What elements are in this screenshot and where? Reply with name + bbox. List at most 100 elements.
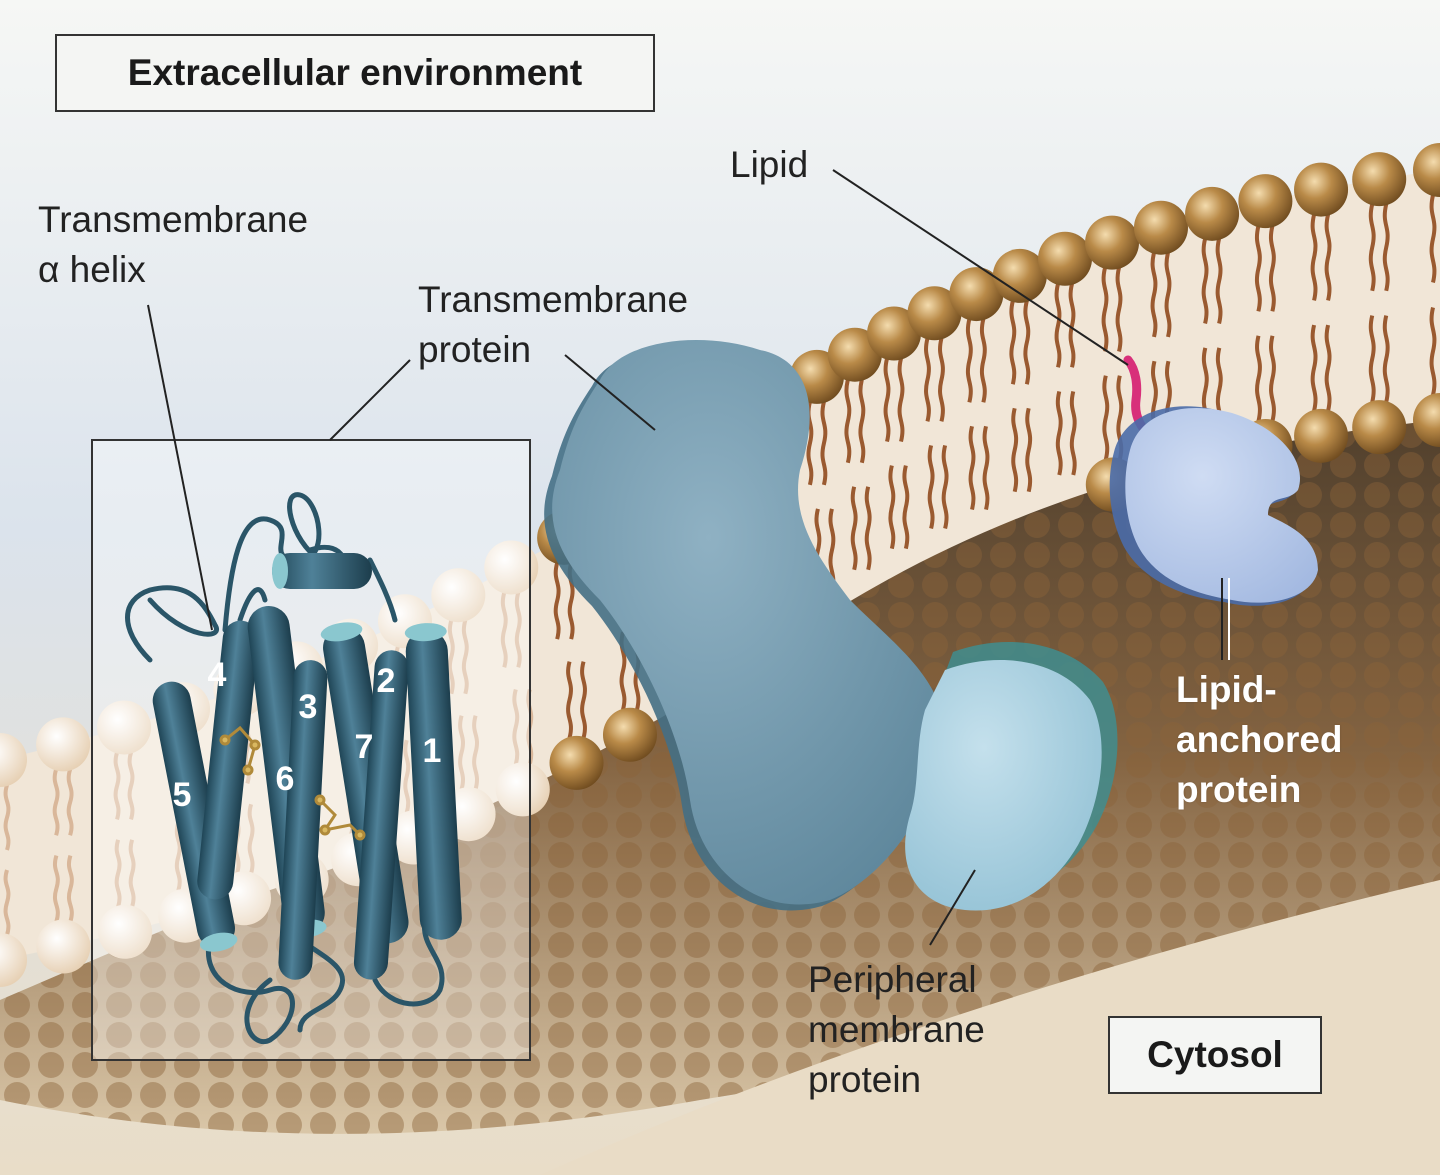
peripheral-protein-shape [905,660,1102,911]
lipid-tail [461,619,469,695]
helix-loops [125,492,445,1045]
lipid-head [98,904,153,959]
lipid-tail [66,768,74,836]
lipid-tail [1101,267,1109,352]
lipid-head [907,286,962,341]
lipid-tail [897,358,905,443]
lipid-tail [1023,300,1031,385]
lipid-head [602,707,657,762]
transmembrane-helix-label: Transmembrane α helix [38,199,309,290]
lipid-head [36,717,91,772]
lipid-head [1413,393,1440,447]
lipid-tail [1069,390,1077,476]
lipid-tail [114,839,122,908]
helix-number-4: 4 [208,656,227,694]
retinal-ligand [219,725,366,841]
lipid-head [1413,143,1440,197]
lipid-head [1294,162,1349,217]
lipid-tail [3,869,11,936]
lipid-tail [580,661,587,739]
lipid-tail [66,854,74,923]
lipid-head [0,933,27,987]
lipid-tail [864,486,872,571]
lipid-tail [566,661,573,739]
lipid-tail [1324,324,1332,412]
lipid-head [949,267,1004,322]
helix-number-7: 7 [355,728,374,766]
lipid-head [1352,400,1407,455]
lipid-head [0,733,27,787]
lipid-tail [924,337,931,422]
lipid-head [1238,174,1293,229]
lipid-tail [1255,335,1262,422]
lipid-tail [1254,225,1262,312]
cytosol-label: Cytosol [1147,1034,1283,1075]
lipid-head [484,540,539,595]
lipid-tail [52,768,60,836]
lipid-tail [1215,238,1223,324]
lipid-tail [1201,238,1209,324]
lipid-tail [1054,283,1062,368]
lipid-tail [965,318,973,403]
lipid-head [1294,408,1349,463]
lipid-tail [472,715,479,790]
lipid-tail [1055,390,1063,476]
lipid-tail [1310,214,1318,301]
lipid-head [495,762,550,817]
peripheral-membrane-protein-label: Peripheral membrane protein [808,959,985,1100]
lipid-tail [127,751,135,820]
cytosol-label-box: Cytosol [1108,1016,1322,1094]
helix-number-5: 5 [173,776,192,814]
lipid-head [1133,200,1188,255]
lipid-tail [447,619,455,695]
lipid-tail [514,591,522,668]
lipid-tail [128,839,136,908]
lipid-tail [113,751,121,820]
transmembrane-protein-label: Transmembrane protein [418,279,689,370]
lipid-tail [888,465,896,550]
lipid-head [97,700,152,755]
leader-lines [147,169,1230,946]
lipid-tail [1382,315,1390,403]
helix-number-3: 3 [299,688,318,726]
lipid-tail [458,715,465,790]
lipid-head [1038,231,1092,286]
lipid-tail [500,591,508,668]
lipid-tail [1011,407,1019,493]
lipid-tail [1164,252,1172,338]
lipid-head [867,306,922,361]
lipid-head [549,735,604,790]
lipid-tail [1115,267,1123,352]
lipid-tail [174,822,182,892]
lipid-tail [883,358,891,443]
lipid-tail [1429,194,1437,283]
lipid-tail [1368,203,1376,292]
lipid-head [1352,152,1407,207]
lipid-tail [1310,324,1318,412]
lipid-tail [1268,225,1276,312]
lipid-anchored-protein-label: Lipid- anchored protein [1176,669,1343,810]
lipid-tail [1382,203,1390,292]
lipid-tail [982,425,990,511]
lipid-tail [1429,307,1437,396]
lipid-tail [247,803,255,874]
lipid-tail [1269,335,1276,422]
lipid-tail [968,425,976,511]
lipid-tail [941,444,949,529]
lipid-tail [902,465,910,550]
lipid-tail [927,444,935,529]
helix-number-2: 2 [377,662,396,700]
helix-number-6: 6 [276,760,295,798]
lipid-tail [938,337,945,422]
lipid-tail [1368,315,1376,403]
lipid-tail [820,401,828,486]
extracellular-label: Extracellular environment [127,52,583,93]
lipid-tail [512,688,520,765]
lipid-tail [1025,407,1033,493]
lipid-head [1185,186,1240,241]
lipid-tail [858,379,866,464]
lipid-tail [1009,300,1017,385]
lipid-head [431,568,486,623]
lipid-anchored-protein-shape [1125,407,1318,603]
